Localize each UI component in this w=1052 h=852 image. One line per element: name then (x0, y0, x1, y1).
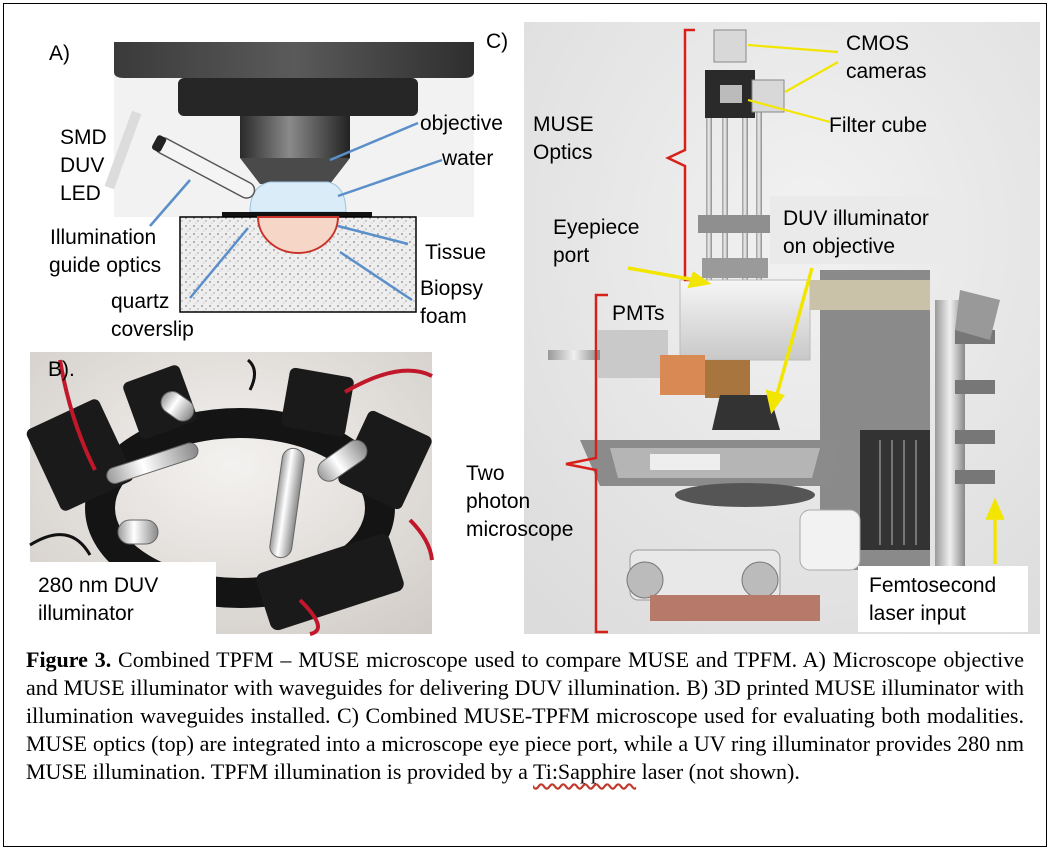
two-photon-bracket (565, 293, 608, 634)
duv-label: DUV (60, 154, 105, 177)
coverslip-label: coverslip (111, 318, 194, 341)
femtosecond-label-1: Femtosecond (869, 574, 997, 597)
cmos-label-2: cameras (846, 60, 927, 83)
tissue (256, 216, 340, 254)
guide-optics-label: guide optics (49, 254, 162, 277)
panel-b-caption-box (30, 562, 216, 634)
two-photon-label-2: photon (466, 490, 531, 513)
two-photon-label-1: Two (466, 462, 505, 485)
panel-b-caption-line1: 280 nm DUV (38, 574, 159, 597)
smd-label: SMD (60, 126, 107, 149)
panel-c-label: C) (486, 30, 509, 53)
microscope-head (679, 279, 811, 361)
panel-b-label: B). (48, 358, 75, 381)
quartz-label: quartz (111, 290, 170, 313)
pmts-label: PMTs (612, 302, 665, 325)
laser-periscope (935, 300, 965, 600)
cmos-label-1: CMOS (846, 32, 909, 55)
muse-optics-label-1: MUSE (533, 113, 594, 136)
pmt-block (598, 330, 668, 378)
figure-number: Figure 3. (26, 647, 112, 672)
objective-turret (178, 78, 418, 116)
panel-a-label: A) (49, 42, 70, 65)
panel-b-caption-line2: illuminator (38, 602, 134, 625)
duv-label-2: on objective (783, 235, 896, 258)
eyepiece-label-2: port (553, 244, 590, 267)
two-photon-label-3: microscope (466, 518, 574, 541)
water-label: water (442, 147, 494, 170)
led-label: LED (60, 182, 101, 205)
duv-label-1: DUV illuminator (783, 207, 929, 230)
eyepiece-label-1: Eyepiece (553, 216, 640, 239)
led-bracket (104, 110, 142, 190)
objective-barrel (240, 116, 350, 158)
caption-text-2: laser (not shown). (636, 759, 800, 784)
filter-cube-label: Filter cube (829, 114, 928, 137)
cmos-camera-side (751, 79, 785, 113)
objective-label: objective (420, 112, 503, 135)
femtosecond-box (858, 566, 1028, 632)
femtosecond-label-2: laser input (869, 602, 966, 625)
figure-frame (3, 3, 1047, 847)
caption-text-1: Combined TPFM – MUSE microscope used to … (26, 647, 1024, 784)
foam-label: foam (420, 305, 467, 328)
tissue-label: Tissue (425, 241, 487, 264)
illumination-label: Illumination (50, 226, 157, 249)
objective-tip (240, 158, 350, 184)
illuminator-ring (85, 408, 395, 608)
quartz-coverslip (222, 212, 372, 217)
figure-caption: Figure 3. Combined TPFM – MUSE microscop… (26, 646, 1024, 786)
muse-optics-bracket (665, 28, 695, 282)
biopsy-label: Biopsy (420, 277, 484, 300)
muse-optics-label-2: Optics (533, 141, 593, 164)
caption-spellcheck-word: Ti:Sapphire (533, 759, 637, 784)
duv-illuminator-box (770, 196, 964, 264)
led-guide (151, 135, 256, 199)
cmos-camera-top (713, 29, 747, 63)
water-droplet (249, 181, 347, 213)
